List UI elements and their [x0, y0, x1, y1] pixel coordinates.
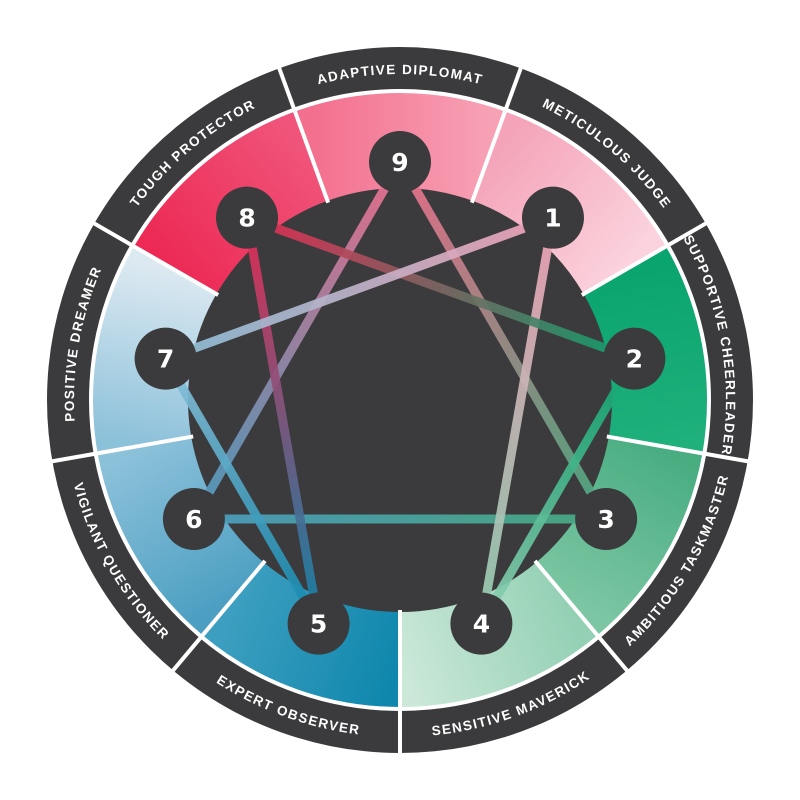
node-circle — [216, 186, 279, 249]
sector-divider — [606, 434, 750, 464]
connector-1-4 — [476, 213, 558, 629]
type-node-4: 4 — [450, 592, 513, 655]
node-number-8: 8 — [238, 204, 255, 233]
connector-7-1 — [161, 213, 558, 364]
type-node-6: 6 — [162, 488, 225, 550]
type-node-5: 5 — [287, 592, 350, 655]
node-number-9: 9 — [391, 148, 408, 177]
node-circle — [575, 488, 638, 550]
connector-lines — [161, 157, 639, 629]
connector-8-5 — [242, 213, 324, 629]
type-node-1: 1 — [521, 186, 584, 249]
node-circle — [521, 186, 584, 249]
ring-separator — [89, 89, 711, 711]
node-circle — [369, 131, 431, 193]
connector-2-8 — [242, 213, 639, 364]
sector-divider — [580, 220, 709, 297]
node-circle — [450, 592, 513, 655]
sector-divider — [50, 434, 194, 464]
node-number-2: 2 — [626, 345, 643, 374]
type-node-9: 9 — [369, 131, 431, 193]
node-circle — [287, 592, 350, 655]
sector-divider — [276, 65, 331, 204]
node-number-7: 7 — [157, 345, 174, 374]
type-node-8: 8 — [216, 186, 279, 249]
sector-divider — [469, 65, 524, 204]
node-circle — [162, 488, 225, 550]
type-node-7: 7 — [134, 327, 197, 390]
sector-divider — [170, 559, 267, 674]
type-node-3: 3 — [575, 488, 638, 550]
node-circle — [134, 327, 197, 390]
connector-4-2 — [476, 354, 639, 629]
node-number-3: 3 — [597, 505, 614, 534]
type-nodes: 1 2 3 4 5 6 7 8 9 — [134, 131, 666, 655]
node-number-5: 5 — [310, 610, 327, 639]
node-number-4: 4 — [473, 610, 490, 639]
sector-divider — [533, 559, 630, 674]
sector-divider — [91, 220, 220, 297]
connector-5-7 — [161, 354, 324, 629]
node-number-1: 1 — [544, 204, 561, 233]
type-node-2: 2 — [603, 327, 666, 390]
node-number-6: 6 — [185, 505, 202, 534]
node-circle — [603, 327, 666, 390]
